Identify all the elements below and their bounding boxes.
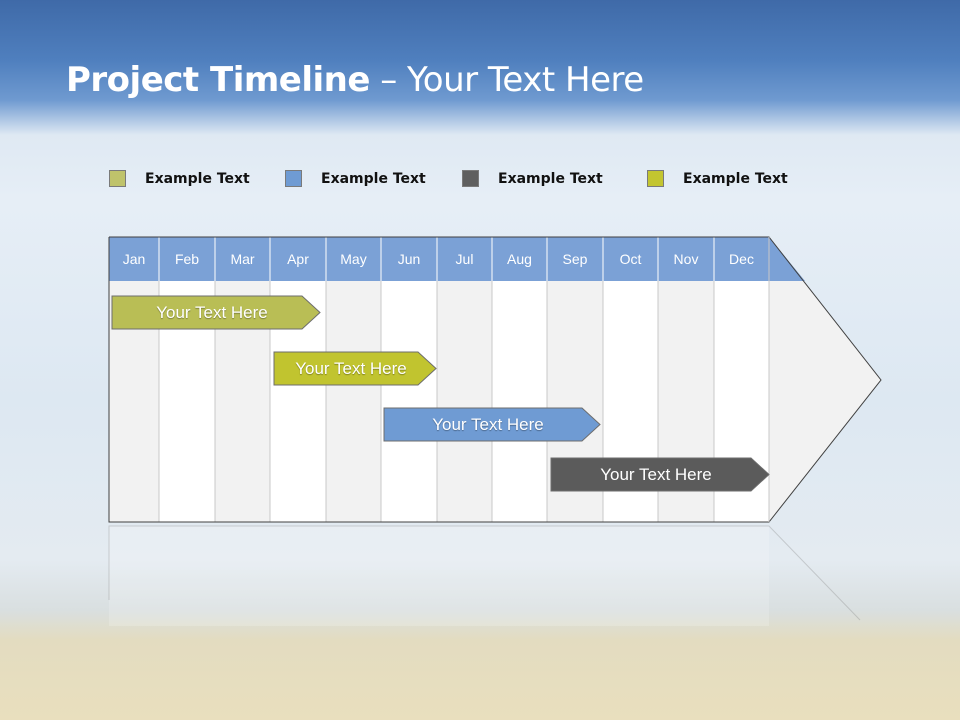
- legend-label: Example Text: [683, 170, 788, 187]
- timeline-bar: [550, 457, 770, 492]
- month-header-cell: [437, 237, 492, 281]
- month-column: [381, 281, 437, 522]
- timeline-outline: [108, 236, 882, 523]
- timeline-bar-label: Your Text Here: [432, 415, 544, 434]
- month-column: [437, 281, 492, 522]
- slide-title-rest: – Your Text Here: [369, 60, 644, 100]
- month-column: [326, 281, 381, 522]
- month-label: May: [340, 251, 367, 267]
- month-header-cell: [658, 237, 714, 281]
- legend-label: Example Text: [321, 170, 426, 187]
- legend-swatch: [647, 170, 664, 187]
- month-column: [492, 281, 547, 522]
- month-header-cell: [603, 237, 658, 281]
- legend-item: Example Text: [462, 170, 603, 187]
- timeline-arrowhead: [769, 237, 881, 522]
- legend-label: Example Text: [145, 170, 250, 187]
- slide-title: Project Timeline – Your Text Here: [66, 60, 644, 100]
- month-header-cell: [215, 237, 270, 281]
- month-label: Apr: [287, 251, 309, 267]
- timeline-reflection: [109, 526, 769, 626]
- month-label: Mar: [230, 251, 255, 267]
- month-label: Sep: [562, 251, 588, 267]
- legend: Example Text Example Text Example Text E…: [0, 170, 960, 192]
- month-label: Nov: [673, 251, 699, 267]
- timeline-bar-label: Your Text Here: [600, 465, 712, 484]
- legend-item: Example Text: [285, 170, 426, 187]
- legend-swatch: [285, 170, 302, 187]
- month-label: Jun: [397, 251, 421, 267]
- month-header-cell: [492, 237, 547, 281]
- timeline-reflection-outline: [108, 525, 861, 621]
- month-header-cell: [326, 237, 381, 281]
- month-label: Oct: [619, 251, 642, 267]
- legend-swatch: [109, 170, 126, 187]
- month-header-cell: [714, 237, 769, 281]
- month-header-cell: [547, 237, 603, 281]
- legend-label: Example Text: [498, 170, 603, 187]
- month-label: Dec: [729, 251, 754, 267]
- month-label: Jul: [455, 251, 474, 267]
- month-label: Jan: [122, 251, 146, 267]
- timeline-bar-label: Your Text Here: [156, 303, 268, 322]
- month-label: Feb: [174, 251, 200, 267]
- month-header-cell: [159, 237, 215, 281]
- timeline-bar: [273, 351, 437, 386]
- month-header-cell: [381, 237, 437, 281]
- slide-title-bold: Project Timeline: [66, 60, 370, 100]
- month-header-cell: [109, 237, 159, 281]
- legend-item: Example Text: [109, 170, 250, 187]
- legend-swatch: [462, 170, 479, 187]
- timeline-bar-label: Your Text Here: [295, 359, 407, 378]
- timeline-bar: [383, 407, 601, 442]
- month-label: Aug: [507, 251, 532, 267]
- timeline-bar: [111, 295, 321, 330]
- month-header-cell: [270, 237, 326, 281]
- legend-item: Example Text: [647, 170, 788, 187]
